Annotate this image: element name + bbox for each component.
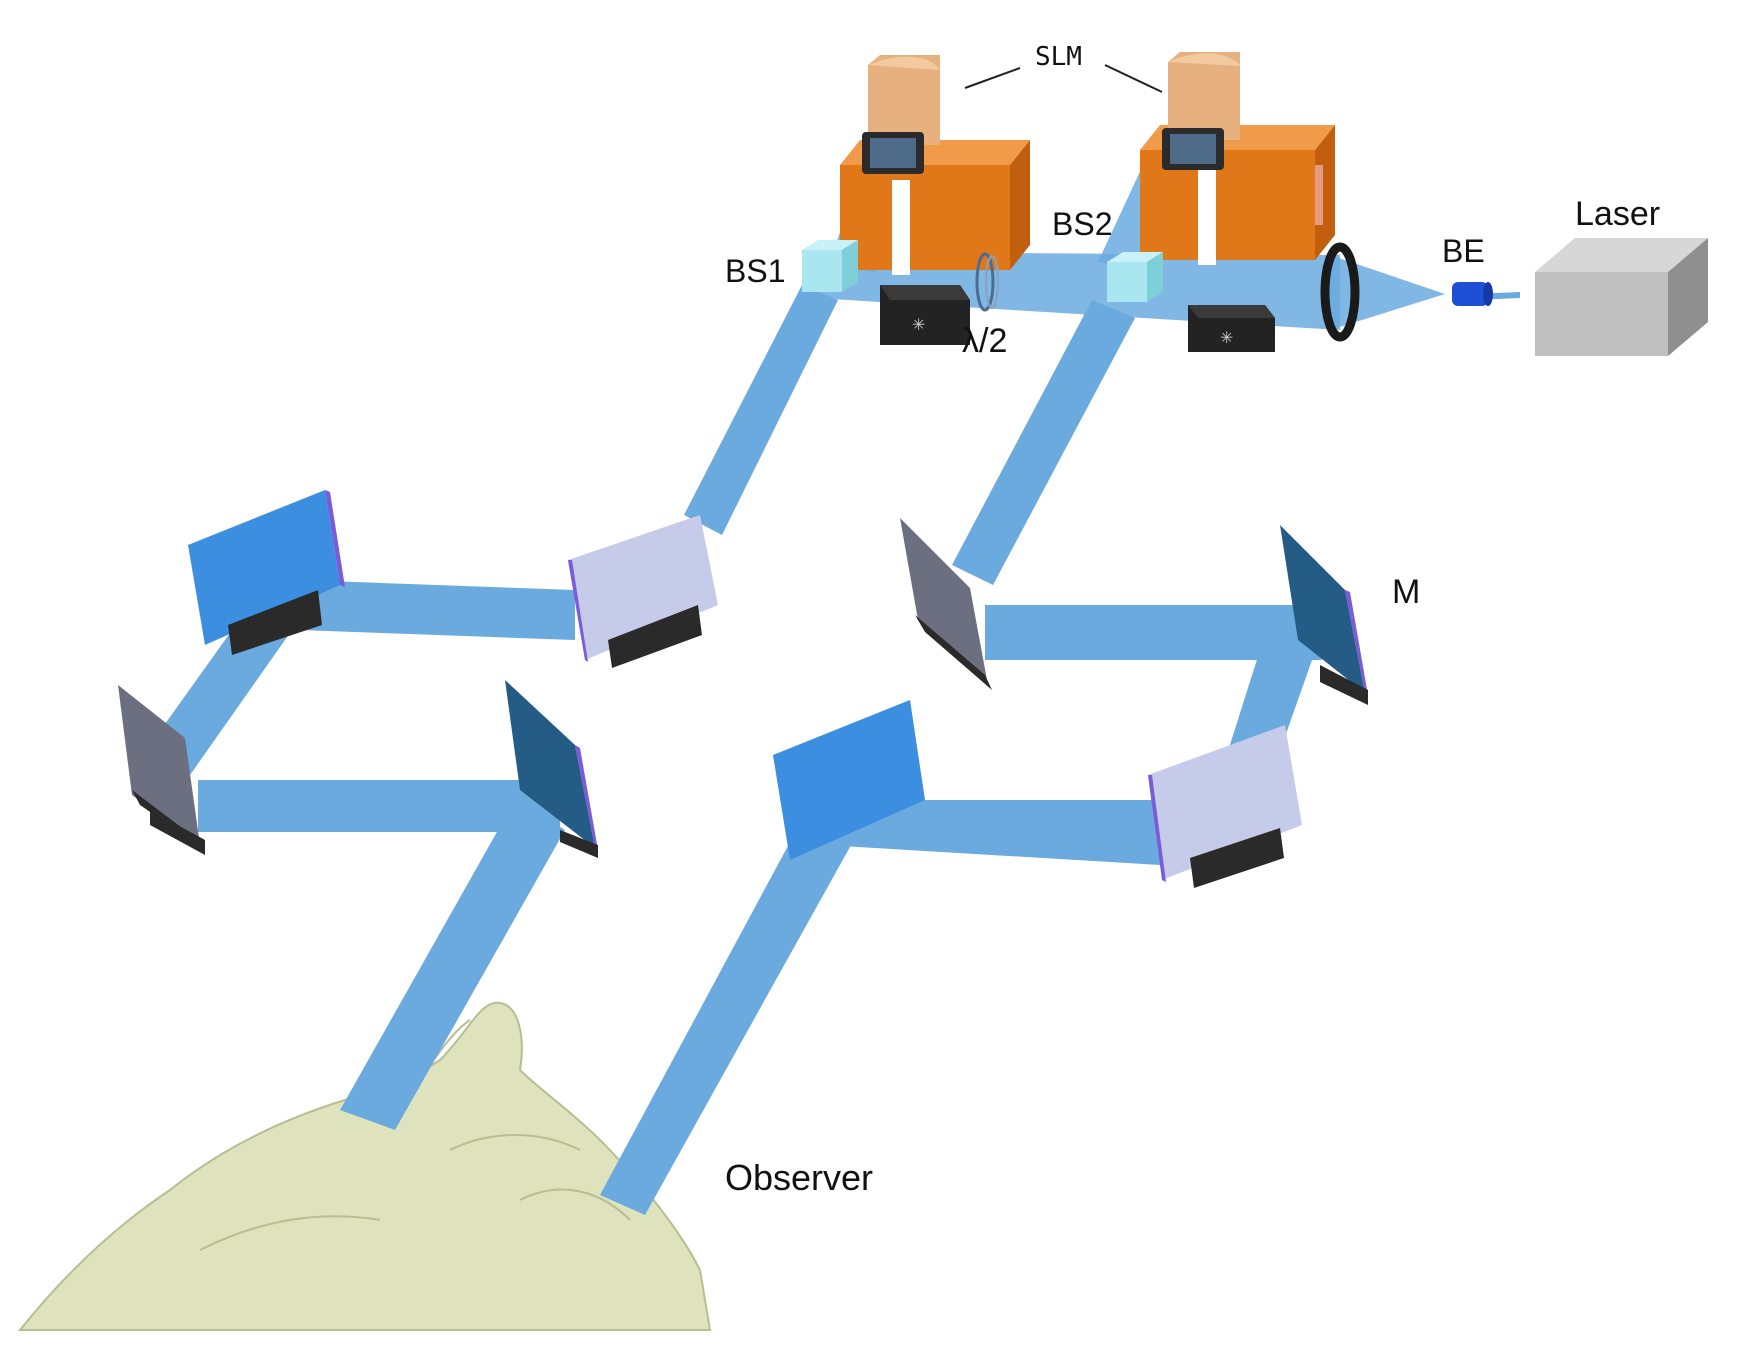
- beam-expander: [1452, 282, 1493, 306]
- mirror-left-navy: [505, 680, 598, 858]
- beam-left-1: [300, 580, 575, 640]
- label-slm: SLM: [1035, 42, 1082, 72]
- mirror-left-lavender: [568, 515, 718, 668]
- beam-right-4: [600, 805, 865, 1215]
- slm-right: ✳: [1140, 52, 1335, 352]
- half-wave-plate: [975, 252, 999, 312]
- observer-head: [17, 1001, 712, 1331]
- mirror-left-blue: [188, 490, 345, 655]
- beam-bs2-down: [952, 300, 1135, 585]
- mirror-right-blue: [773, 700, 925, 860]
- beam-splitter-2: [1107, 252, 1163, 302]
- label-bs1: BS1: [725, 253, 785, 289]
- beam-right-3: [825, 800, 1160, 865]
- beam-left-3: [198, 780, 560, 832]
- mirror-right-gray: [900, 518, 992, 690]
- slm-left: ✳: [840, 55, 1030, 345]
- label-laser: Laser: [1575, 195, 1660, 233]
- mirror-right-lavender: [1148, 725, 1302, 888]
- mirror-right-navy-m: [1280, 525, 1368, 705]
- laser: [1535, 238, 1708, 356]
- label-mirror: M: [1392, 573, 1420, 611]
- svg-text:✳: ✳: [912, 315, 925, 334]
- collimating-lens: [1320, 242, 1360, 342]
- mirror-left-gray: [118, 685, 205, 855]
- label-bs2: BS2: [1052, 206, 1112, 242]
- beam-splitter-1: [802, 240, 858, 292]
- label-be: BE: [1442, 233, 1485, 269]
- beam-expander-cone: [1330, 255, 1445, 330]
- beam-left-2: [150, 605, 292, 775]
- label-half-wave: λ/2: [962, 322, 1007, 360]
- svg-text:✳: ✳: [1220, 328, 1233, 347]
- beam-bs1-down: [684, 285, 838, 535]
- beam-paths: [150, 150, 1520, 1215]
- slm-leader-lines: [964, 64, 1163, 93]
- beam-right-1: [985, 605, 1322, 660]
- beam-left-4: [340, 800, 565, 1130]
- label-observer: Observer: [725, 1157, 873, 1198]
